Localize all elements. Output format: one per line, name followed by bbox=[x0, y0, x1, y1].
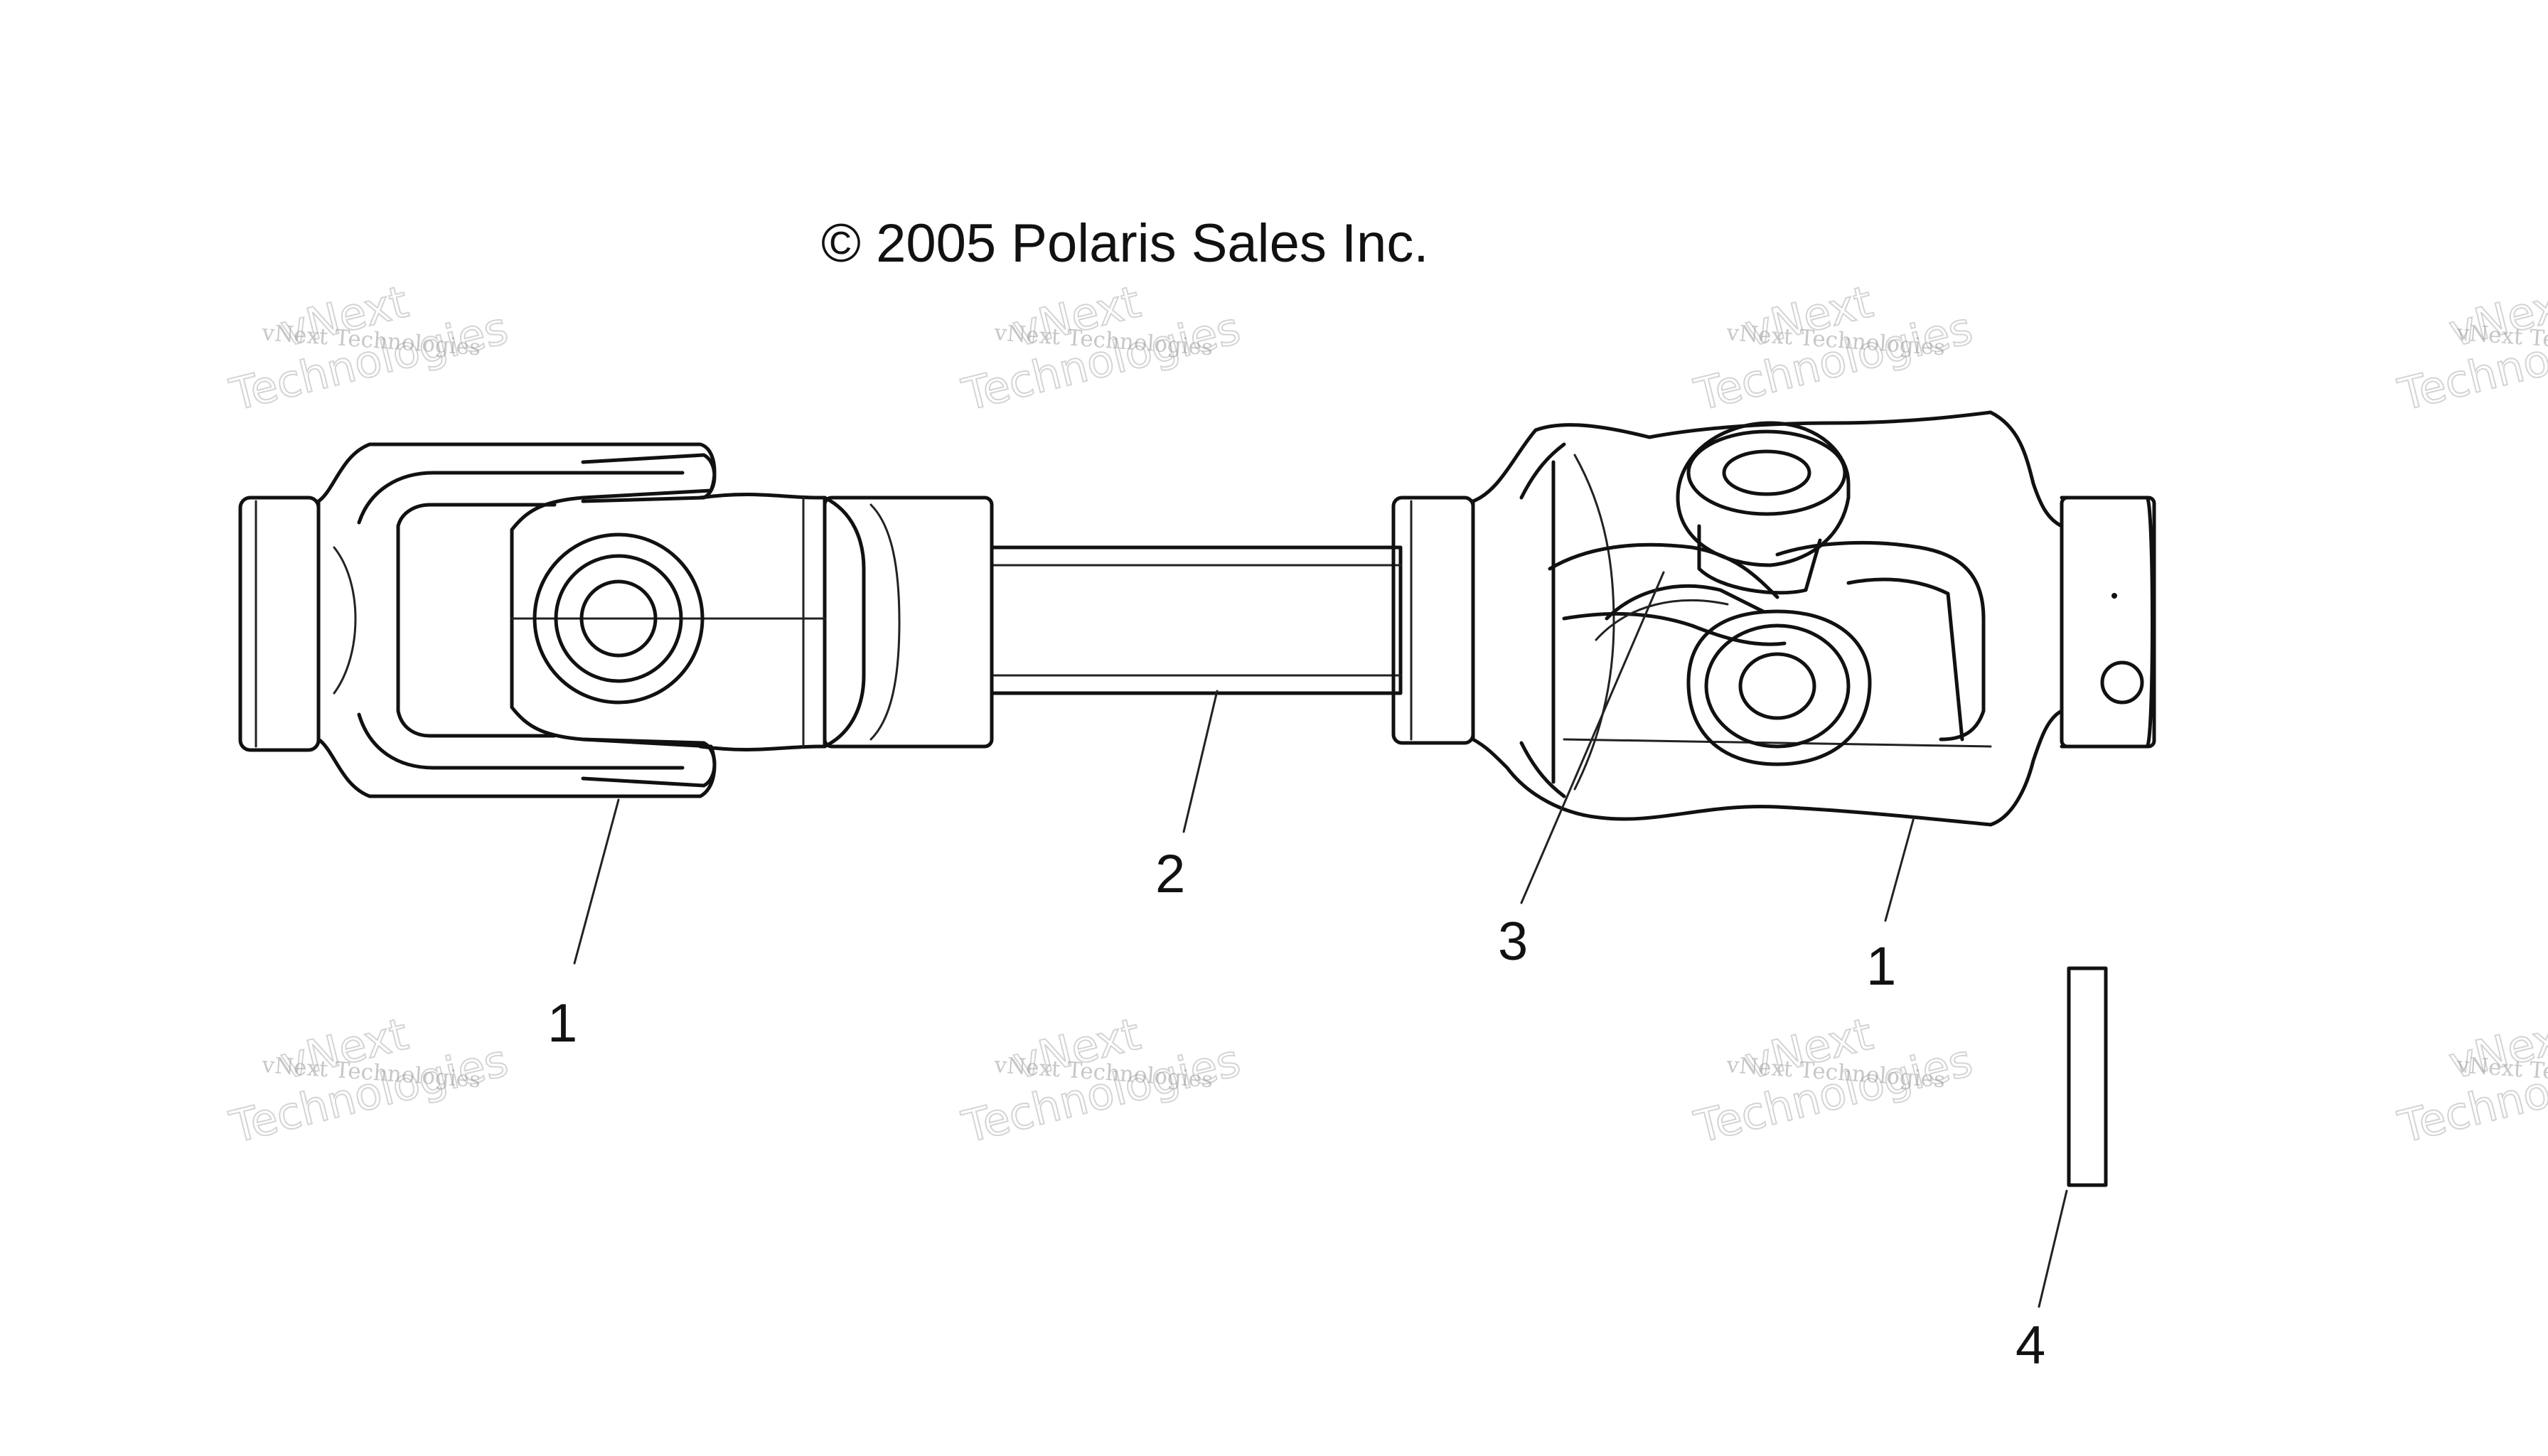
callout-cross-bearing: 3 bbox=[1498, 911, 1528, 972]
copyright-text: © 2005 Polaris Sales Inc. bbox=[821, 213, 1428, 274]
right-universal-joint bbox=[1391, 410, 2156, 827]
callout-shaft: 2 bbox=[1155, 844, 1185, 904]
left-universal-joint bbox=[238, 442, 994, 798]
woodruff-key bbox=[2067, 966, 2108, 1187]
callout-right-yoke: 1 bbox=[1866, 936, 1896, 997]
callout-left-yoke: 1 bbox=[547, 993, 577, 1054]
callout-key: 4 bbox=[2016, 1315, 2045, 1376]
leader-lines bbox=[573, 571, 2068, 1308]
drive-shaft bbox=[990, 545, 1403, 695]
